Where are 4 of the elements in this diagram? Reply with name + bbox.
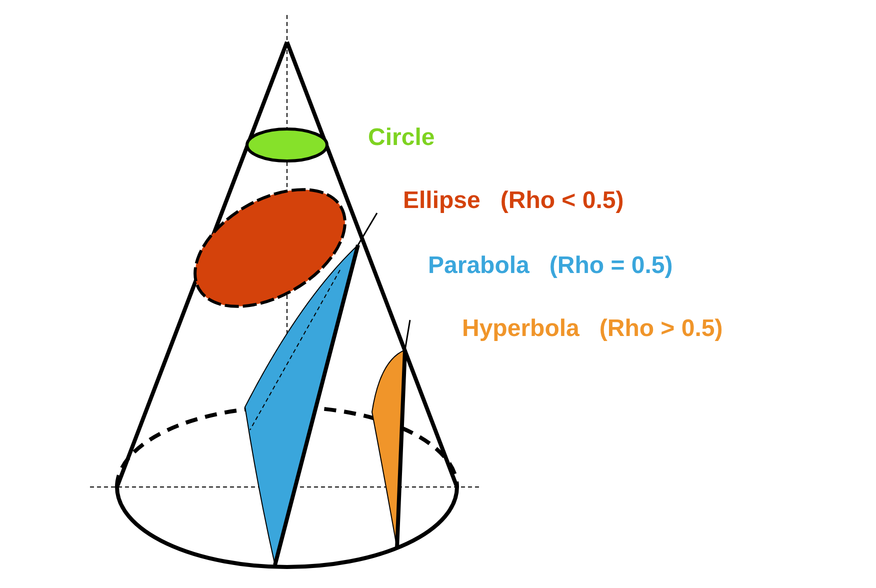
conic-section-label: Parabola (Rho = 0.5) — [428, 253, 673, 280]
conic-section-label: Hyperbola (Rho > 0.5) — [462, 316, 723, 342]
conic-section-label: Circle — [368, 125, 435, 152]
conic-section-label: Ellipse (Rho < 0.5) — [403, 188, 624, 214]
